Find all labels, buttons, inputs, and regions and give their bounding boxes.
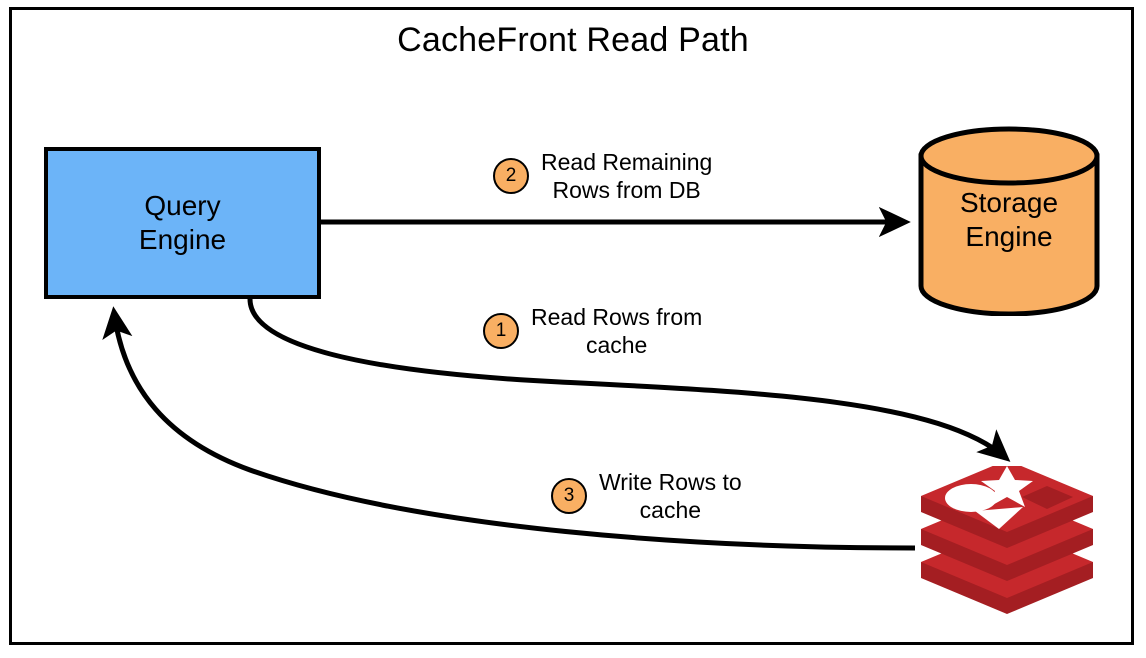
page-title: CacheFront Read Path [397, 21, 749, 59]
step-text-2: Read Remaining Rows from DB [541, 149, 713, 203]
redis-star-icon [981, 466, 1033, 507]
node-query-engine[interactable]: Query Engine [44, 147, 321, 299]
node-redis-cache[interactable] [915, 466, 1099, 618]
step-text-1: Read Rows from cache [531, 304, 703, 358]
node-storage-engine[interactable] [916, 126, 1102, 316]
step-label-1: 1 Read Rows from cache [483, 303, 702, 359]
node-storage-engine-label: Storage Engine [959, 187, 1059, 252]
redis-diamond-icon [1022, 486, 1073, 509]
step-text-3: Write Rows to cache [599, 469, 742, 523]
step-badge-2: 2 [493, 158, 529, 194]
redis-ellipse-icon [945, 484, 997, 512]
step-badge-1: 1 [483, 313, 519, 349]
step-label-3: 3 Write Rows to cache [551, 468, 742, 524]
node-query-engine-label: Query Engine [138, 190, 227, 255]
redis-icon [921, 466, 1093, 614]
step-badge-3: 3 [551, 478, 587, 514]
step-label-2: 2 Read Remaining Rows from DB [493, 148, 712, 204]
redis-triangle-icon [975, 507, 1023, 529]
